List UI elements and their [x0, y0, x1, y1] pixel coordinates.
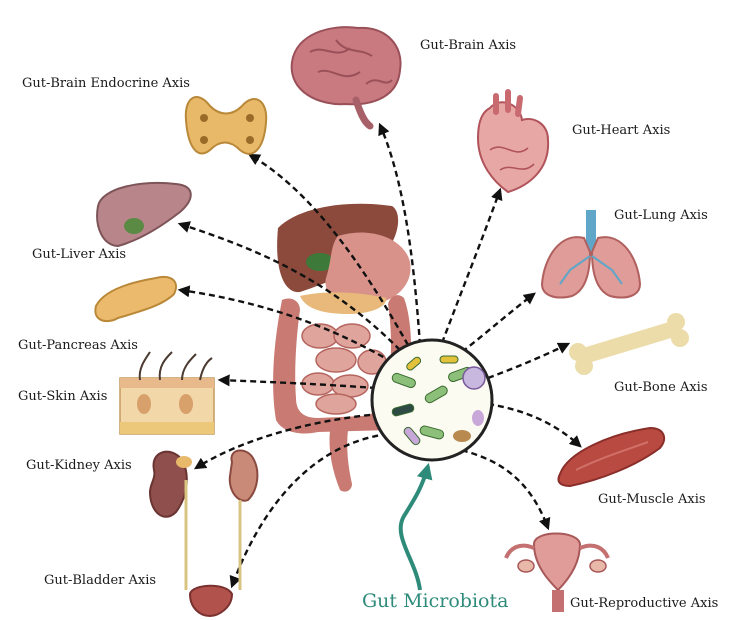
- axis-labels: Gut-Brain Axis Gut-Brain Endocrine Axis …: [18, 38, 718, 612]
- arrow-to-bladder: [229, 432, 389, 589]
- arrow-to-skin: [217, 374, 377, 390]
- bladder-icon: [184, 480, 242, 618]
- microbiota-pointer-arrow: [398, 462, 433, 591]
- arrow-to-pancreas: [177, 285, 393, 364]
- arrow-to-kidney: [193, 412, 381, 470]
- arrow-to-bone: [487, 342, 571, 380]
- label-gut-microbiota: Gut Microbiota: [362, 590, 508, 612]
- arrow-to-muscle: [487, 402, 582, 448]
- arrow-to-heart: [440, 187, 503, 344]
- arrow-to-brain-endocrine: [247, 153, 410, 346]
- label-gut-lung: Gut-Lung Axis: [614, 208, 708, 223]
- liver-icon: [96, 182, 192, 248]
- digestive-system-illustration: [273, 203, 412, 492]
- arrow-to-lung: [461, 292, 536, 353]
- skin-icon: [119, 351, 215, 435]
- lung-icon: [540, 210, 642, 299]
- bone-icon: [569, 313, 689, 375]
- label-gut-bone: Gut-Bone Axis: [614, 380, 708, 395]
- kidney-icon: [148, 449, 259, 518]
- microbiota-circle: [370, 338, 494, 462]
- thyroid-icon: [184, 96, 268, 155]
- label-gut-brain: Gut-Brain Axis: [420, 38, 516, 53]
- muscle-icon: [557, 426, 666, 488]
- label-gut-pancreas: Gut-Pancreas Axis: [18, 338, 138, 353]
- pancreas-icon: [94, 276, 177, 323]
- label-gut-brain-endocrine: Gut-Brain Endocrine Axis: [22, 76, 190, 91]
- uterus-icon: [504, 532, 610, 612]
- label-gut-muscle: Gut-Muscle Axis: [598, 492, 706, 507]
- arrow-to-liver: [177, 221, 401, 351]
- label-gut-reproductive: Gut-Reproductive Axis: [570, 596, 718, 611]
- label-gut-kidney: Gut-Kidney Axis: [26, 458, 132, 473]
- label-gut-liver: Gut-Liver Axis: [32, 247, 126, 262]
- arrow-to-brain: [378, 122, 422, 346]
- heart-icon: [476, 89, 550, 194]
- arrow-to-reproductive: [451, 446, 551, 531]
- axis-arrows: [177, 122, 582, 589]
- label-gut-heart: Gut-Heart Axis: [572, 123, 670, 138]
- brain-icon: [290, 26, 402, 130]
- label-gut-skin: Gut-Skin Axis: [18, 389, 107, 404]
- label-gut-bladder: Gut-Bladder Axis: [44, 573, 156, 588]
